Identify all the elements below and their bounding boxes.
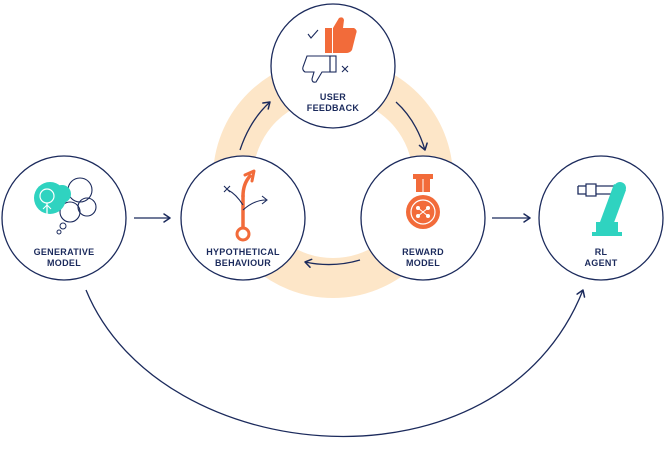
hypothetical-to-feedback-arrow <box>239 101 271 151</box>
generative-to-agent-arc <box>85 289 586 437</box>
branching-path-icon <box>223 169 268 242</box>
tree-thought-bubble-icon <box>34 177 97 235</box>
rl-agent-label: RL AGENT <box>584 247 618 268</box>
generative-model-node <box>1 155 127 281</box>
generative-model-label: GENERATIVE MODEL <box>33 247 95 268</box>
hypothetical-behaviour-label: HYPOTHETICAL BEHAVIOUR <box>206 247 280 268</box>
thumbs-up-down-icon <box>302 17 357 83</box>
reward-to-hypothetical-arrow <box>304 258 361 268</box>
user-feedback-label: USER FEEDBACK <box>306 92 360 113</box>
user-feedback-node <box>270 3 396 129</box>
robot-arm-icon <box>577 182 626 236</box>
rl-agent-node <box>538 155 664 281</box>
feedback-to-reward-arrow <box>395 101 428 151</box>
medal-icon <box>406 174 440 229</box>
reward-model-label: REWARD MODEL <box>402 247 444 268</box>
